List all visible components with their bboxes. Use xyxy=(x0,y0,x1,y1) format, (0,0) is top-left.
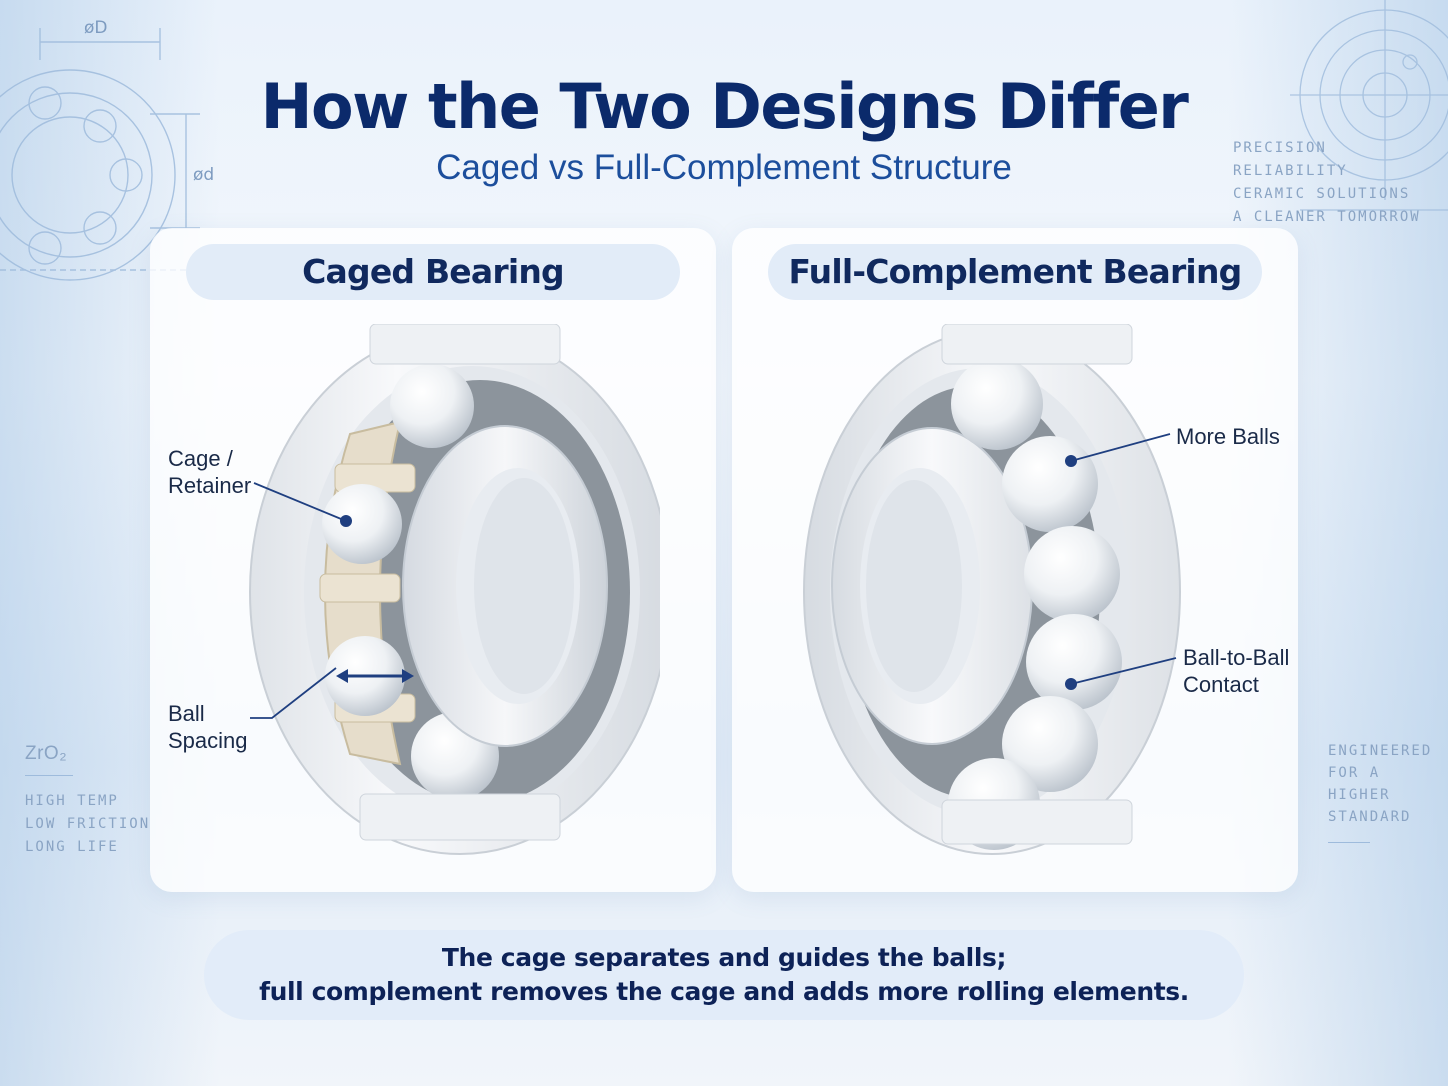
caged-callout-lines xyxy=(250,482,352,719)
caption-line-1: The cage separates and guides the balls; xyxy=(441,943,1007,972)
more-balls-label: More Balls xyxy=(1176,424,1280,449)
caged-bearing-panel: Caged Bearing xyxy=(150,228,716,892)
side-line: STANDARD xyxy=(1328,809,1412,825)
side-text-left-bottom: ZrO₂ HIGH TEMP LOW FRICTION LONG LIFE xyxy=(25,742,150,859)
side-text-right-top: PRECISION RELIABILITY CERAMIC SOLUTIONS … xyxy=(1233,137,1421,229)
side-text-right-bottom: ENGINEERED FOR A HIGHER STANDARD xyxy=(1328,740,1432,843)
side-line: RELIABILITY xyxy=(1233,163,1348,179)
label-line: Ball-to-Ball xyxy=(1183,645,1290,670)
page-subtitle: Caged vs Full-Complement Structure xyxy=(436,148,1012,187)
side-line: A CLEANER TOMORROW xyxy=(1233,209,1421,225)
side-line: LONG LIFE xyxy=(25,839,119,855)
side-line: LOW FRICTION xyxy=(25,816,151,832)
label-line: Spacing xyxy=(168,728,248,753)
label-line: Contact xyxy=(1183,672,1259,697)
side-line: PRECISION xyxy=(1233,140,1327,156)
divider xyxy=(1328,842,1370,843)
full-complement-illustration xyxy=(803,324,1181,855)
callout-dot xyxy=(1065,678,1077,690)
callout-dot xyxy=(1065,455,1077,467)
label-line: Retainer xyxy=(168,473,252,498)
full-callout-lines xyxy=(1065,433,1177,690)
page-title: How the Two Designs Differ xyxy=(260,70,1189,143)
side-line: HIGHER xyxy=(1328,787,1391,803)
side-line: HIGH TEMP xyxy=(25,793,119,809)
ball-to-ball-contact-label: Ball-to-Ball Contact xyxy=(1183,644,1289,698)
side-line: ENGINEERED xyxy=(1328,743,1433,759)
callout-dot xyxy=(340,515,352,527)
caged-bearing-illustration xyxy=(249,324,660,855)
side-line: CERAMIC SOLUTIONS xyxy=(1233,186,1411,202)
side-line: FOR A xyxy=(1328,765,1381,781)
label-line: Cage / xyxy=(168,446,233,471)
caged-bearing-heading: Caged Bearing xyxy=(186,244,680,300)
material-label: ZrO₂ xyxy=(25,743,68,764)
summary-caption: The cage separates and guides the balls;… xyxy=(204,930,1244,1020)
label-line: Ball xyxy=(168,701,205,726)
full-complement-panel: Full-Complement Bearing xyxy=(732,228,1298,892)
caption-line-2: full complement removes the cage and add… xyxy=(259,977,1189,1006)
ball-spacing-label: Ball Spacing xyxy=(168,700,248,754)
dim-outer-label: øD xyxy=(84,18,108,38)
full-complement-heading: Full-Complement Bearing xyxy=(768,244,1262,300)
cage-retainer-label: Cage / Retainer xyxy=(168,445,251,499)
divider xyxy=(25,775,73,776)
